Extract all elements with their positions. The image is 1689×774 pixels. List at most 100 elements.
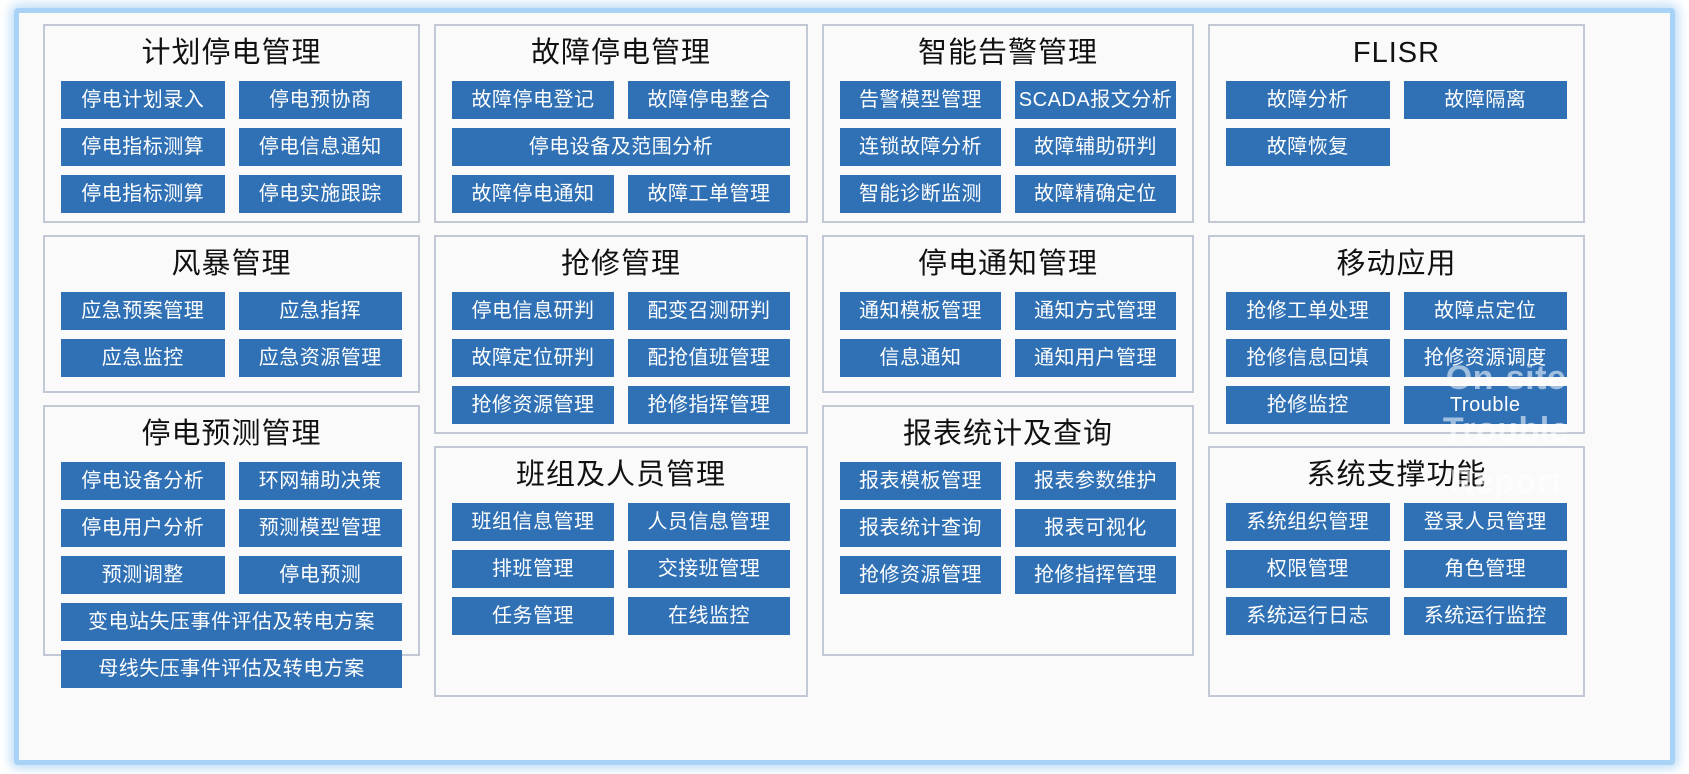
module-button[interactable]: 抢修资源调度 xyxy=(1403,339,1567,378)
module-button[interactable]: 母线失压事件评估及转电方案 xyxy=(61,650,402,689)
button-row: 抢修监控 Trouble xyxy=(1226,386,1567,425)
button-row: 抢修信息回填 抢修资源调度 xyxy=(1226,339,1567,378)
module-button[interactable]: 预测模型管理 xyxy=(238,509,402,548)
module-button[interactable]: 系统运行监控 xyxy=(1403,597,1567,636)
module-button[interactable]: 故障隔离 xyxy=(1403,81,1567,120)
module-button[interactable]: Trouble xyxy=(1403,386,1567,425)
column-1: 计划停电管理 停电计划录入 停电预协商 停电指标测算 停电信息通知 停电指标测算… xyxy=(43,24,420,697)
module-button[interactable]: 环网辅助决策 xyxy=(238,462,402,501)
panel-title: 计划停电管理 xyxy=(141,37,322,69)
module-button[interactable]: 报表可视化 xyxy=(1015,509,1176,548)
module-button[interactable]: 停电用户分析 xyxy=(61,509,225,548)
module-button[interactable]: SCADA报文分析 xyxy=(1015,81,1176,120)
module-button[interactable]: 任务管理 xyxy=(452,597,614,636)
module-button[interactable]: 角色管理 xyxy=(1403,550,1567,589)
module-button[interactable]: 智能诊断监测 xyxy=(840,175,1001,214)
module-button[interactable]: 故障定位研判 xyxy=(452,339,614,378)
module-button[interactable]: 故障分析 xyxy=(1226,81,1390,120)
module-button[interactable]: 应急资源管理 xyxy=(238,339,402,378)
button-row: 停电用户分析 预测模型管理 xyxy=(61,509,402,548)
button-row: 故障停电登记 故障停电整合 xyxy=(452,81,790,120)
button-row: 停电指标测算 停电信息通知 xyxy=(61,128,402,167)
module-button[interactable]: 抢修指挥管理 xyxy=(628,386,790,425)
module-button[interactable]: 权限管理 xyxy=(1226,550,1390,589)
panel-emergency-repair: 抢修管理 停电信息研判 配变召测研判 故障定位研判 配抢值班管理 抢修资源管理 … xyxy=(434,235,808,434)
button-row: 报表统计查询 报表可视化 xyxy=(840,509,1176,548)
module-button[interactable]: 故障点定位 xyxy=(1403,292,1567,331)
module-button[interactable]: 抢修指挥管理 xyxy=(1015,556,1176,595)
module-button[interactable]: 故障精确定位 xyxy=(1015,175,1176,214)
module-button[interactable]: 抢修监控 xyxy=(1226,386,1390,425)
module-button[interactable]: 应急监控 xyxy=(61,339,225,378)
column-3: 智能告警管理 告警模型管理 SCADA报文分析 连锁故障分析 故障辅助研判 智能… xyxy=(822,24,1194,697)
module-button[interactable]: 停电信息通知 xyxy=(238,128,402,167)
module-button[interactable]: 交接班管理 xyxy=(628,550,790,589)
panel-outage-forecast: 停电预测管理 停电设备分析 环网辅助决策 停电用户分析 预测模型管理 预测调整 … xyxy=(43,405,420,689)
button-slot-empty xyxy=(1404,128,1568,166)
module-button[interactable]: 信息通知 xyxy=(840,339,1001,378)
module-button[interactable]: 登录人员管理 xyxy=(1403,503,1567,542)
button-row: 应急监控 应急资源管理 xyxy=(61,339,402,378)
module-button[interactable]: 停电指标测算 xyxy=(61,128,225,167)
panel-planned-outage: 计划停电管理 停电计划录入 停电预协商 停电指标测算 停电信息通知 停电指标测算… xyxy=(43,24,420,223)
button-row: 通知模板管理 通知方式管理 xyxy=(840,292,1176,331)
module-button[interactable]: 通知用户管理 xyxy=(1015,339,1176,378)
module-button[interactable]: 停电预协商 xyxy=(238,81,402,120)
module-button[interactable]: 应急预案管理 xyxy=(61,292,225,331)
module-button[interactable]: 抢修资源管理 xyxy=(840,556,1001,595)
module-button[interactable]: 停电计划录入 xyxy=(61,81,225,120)
module-button[interactable]: 班组信息管理 xyxy=(452,503,614,542)
panel-title: 风暴管理 xyxy=(171,248,292,280)
panel-title: 停电预测管理 xyxy=(141,418,322,450)
panel-title: 系统支撑功能 xyxy=(1306,459,1487,491)
button-row: 停电指标测算 停电实施跟踪 xyxy=(61,175,402,214)
module-button[interactable]: 停电实施跟踪 xyxy=(238,175,402,214)
module-button[interactable]: 配变召测研判 xyxy=(628,292,790,331)
button-row: 停电设备及范围分析 xyxy=(452,128,790,167)
module-button[interactable]: 预测调整 xyxy=(61,556,225,595)
panel-title: 故障停电管理 xyxy=(530,37,711,69)
module-button[interactable]: 抢修资源管理 xyxy=(452,386,614,425)
panel-intelligent-alarm: 智能告警管理 告警模型管理 SCADA报文分析 连锁故障分析 故障辅助研判 智能… xyxy=(822,24,1194,223)
module-button[interactable]: 报表参数维护 xyxy=(1015,462,1176,501)
module-button[interactable]: 停电设备分析 xyxy=(61,462,225,501)
module-button[interactable]: 应急指挥 xyxy=(238,292,402,331)
module-button[interactable]: 停电设备及范围分析 xyxy=(452,128,790,167)
module-button[interactable]: 故障停电通知 xyxy=(452,175,614,214)
module-button[interactable]: 停电信息研判 xyxy=(452,292,614,331)
button-row: 系统组织管理 登录人员管理 xyxy=(1226,503,1567,542)
module-button[interactable]: 系统组织管理 xyxy=(1226,503,1390,542)
module-button[interactable]: 抢修信息回填 xyxy=(1226,339,1390,378)
module-button[interactable]: 在线监控 xyxy=(628,597,790,636)
module-button[interactable]: 系统运行日志 xyxy=(1226,597,1390,636)
module-button[interactable]: 变电站失压事件评估及转电方案 xyxy=(61,603,402,642)
module-button[interactable]: 故障辅助研判 xyxy=(1015,128,1176,167)
button-row: 系统运行日志 系统运行监控 xyxy=(1226,597,1567,636)
module-button[interactable]: 故障停电整合 xyxy=(628,81,790,120)
button-row: 抢修工单处理 故障点定位 xyxy=(1226,292,1567,331)
module-button[interactable]: 停电预测 xyxy=(238,556,402,595)
module-button[interactable]: 故障恢复 xyxy=(1226,128,1390,167)
module-button[interactable]: 通知方式管理 xyxy=(1015,292,1176,331)
module-button[interactable]: 通知模板管理 xyxy=(840,292,1001,331)
module-button[interactable]: 配抢值班管理 xyxy=(628,339,790,378)
module-button[interactable]: 排班管理 xyxy=(452,550,614,589)
panel-fault-outage: 故障停电管理 故障停电登记 故障停电整合 停电设备及范围分析 故障停电通知 故障… xyxy=(434,24,808,223)
panel-storm-management: 风暴管理 应急预案管理 应急指挥 应急监控 应急资源管理 xyxy=(43,235,420,393)
module-button[interactable]: 报表统计查询 xyxy=(840,509,1001,548)
button-row: 权限管理 角色管理 xyxy=(1226,550,1567,589)
module-button[interactable]: 报表模板管理 xyxy=(840,462,1001,501)
panel-title: 智能告警管理 xyxy=(917,37,1098,69)
module-button[interactable]: 连锁故障分析 xyxy=(840,128,1001,167)
module-button[interactable]: 抢修工单处理 xyxy=(1226,292,1390,331)
panel-title: 抢修管理 xyxy=(560,248,681,280)
module-button[interactable]: 故障工单管理 xyxy=(628,175,790,214)
module-button[interactable]: 告警模型管理 xyxy=(840,81,1001,120)
module-button[interactable]: 故障停电登记 xyxy=(452,81,614,120)
button-row: 故障分析 故障隔离 xyxy=(1226,81,1567,120)
button-row: 任务管理 在线监控 xyxy=(452,597,790,636)
module-button[interactable]: 停电指标测算 xyxy=(61,175,225,214)
panel-system-support: 系统支撑功能 系统组织管理 登录人员管理 权限管理 角色管理 系统运行日志 系统… xyxy=(1208,446,1585,697)
module-button[interactable]: 人员信息管理 xyxy=(628,503,790,542)
